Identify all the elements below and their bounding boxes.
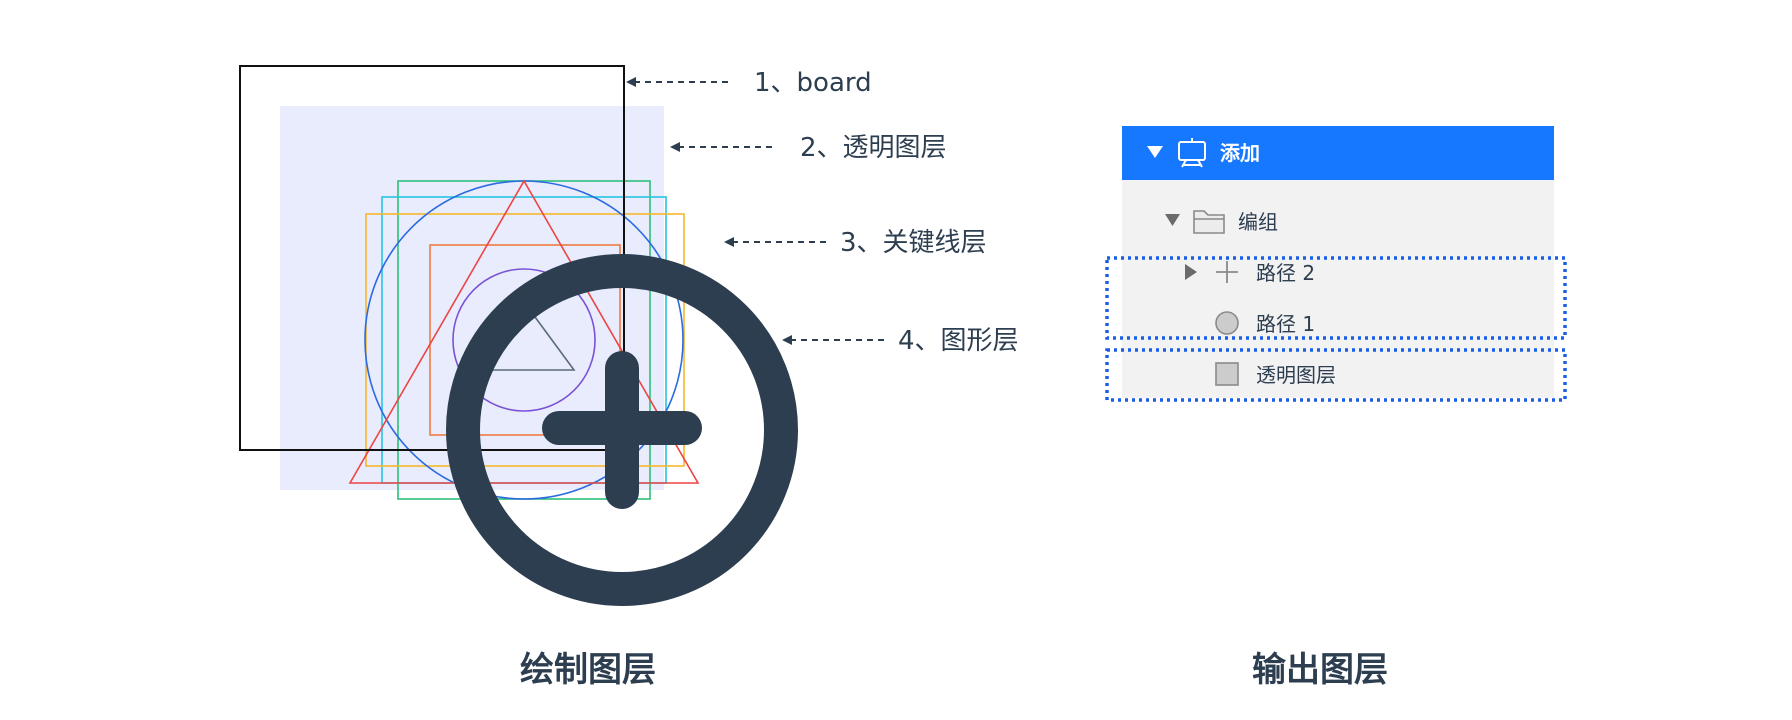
circle-icon [1215,311,1239,335]
keyline-square-orange [429,244,621,436]
keyline-circle-purple [452,268,596,412]
layer-row-path-1[interactable]: 路径 1 [1215,311,1315,336]
keyline-triangle-red [348,179,700,484]
header-caret-down-icon[interactable] [1147,146,1163,158]
group-caret-down-icon[interactable] [1165,214,1180,226]
keyline-layer [348,179,700,500]
arrow-keyline [724,237,830,247]
artboard-icon [1178,138,1206,168]
plus-icon [1216,261,1238,283]
layers-panel: 添加 编组 路径 2 路径 1 透明图层 [1105,126,1567,690]
callout-transparent-layer: 2、透明图层 [800,133,947,163]
add-icon [446,254,798,606]
layers-panel-title: 添加 [1220,141,1260,165]
selection-box-transparent-layer [1105,348,1567,402]
arrow-shape [782,335,888,345]
arrow-transparent [670,142,776,152]
callout-shape-layer: 4、图形层 [898,326,1019,356]
caption-draw-layers: 绘制图层 [520,650,656,690]
layer-row-group[interactable]: 编组 [1165,210,1278,234]
layer-row-transparent[interactable]: 透明图层 [1215,362,1336,387]
callout-keyline-layer: 3、关键线层 [840,228,987,258]
folder-icon [1193,210,1225,234]
keyline-rect-yellow [365,213,685,467]
caption-output-layers: 输出图层 [1252,650,1388,690]
square-icon [1215,362,1239,386]
callout-arrows [626,77,888,345]
path2-caret-right-icon[interactable] [1185,264,1197,280]
callout-board: 1、board [754,68,872,98]
arrow-board [626,77,732,87]
selection-box-shape-layers [1105,256,1567,340]
layer-row-label: 路径 1 [1256,312,1315,336]
layer-row-label: 编组 [1238,210,1278,234]
layer-row-label: 路径 2 [1256,261,1315,285]
layer-row-label: 透明图层 [1256,363,1336,387]
layer-row-path-2[interactable]: 路径 2 [1185,261,1315,285]
layers-panel-header[interactable]: 添加 [1122,126,1554,180]
drawing-layers-illustration: 1、board 2、透明图层 3、关键线层 4、图形层 绘制图层 [239,65,1019,690]
